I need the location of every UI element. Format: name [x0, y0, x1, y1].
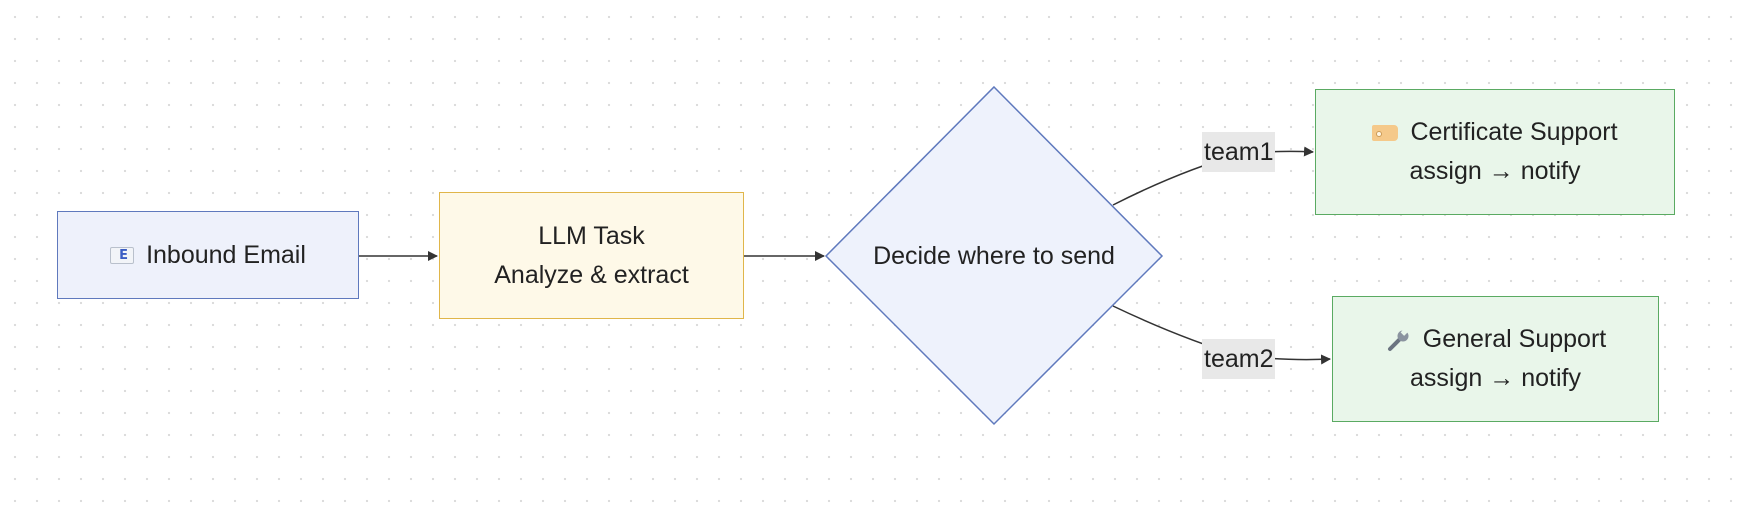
wrench-icon	[1385, 327, 1411, 353]
envelope-icon	[110, 246, 135, 264]
tag-icon	[1372, 124, 1399, 141]
inbound-email-label: Inbound Email	[146, 240, 306, 269]
general-support-title: General Support	[1422, 325, 1607, 353]
llm-task-node[interactable]: LLM Task Analyze & extract	[439, 192, 744, 319]
certificate-support-title: Certificate Support	[1410, 118, 1618, 146]
edge-label-team1: team1	[1202, 132, 1276, 172]
llm-task-subtitle: Analyze & extract	[494, 260, 689, 289]
decision-diamond[interactable]	[824, 85, 1164, 426]
general-support-node[interactable]: General Support assign → notify	[1332, 296, 1659, 422]
certificate-support-node[interactable]: Certificate Support assign → notify	[1315, 89, 1675, 215]
llm-task-title: LLM Task	[538, 221, 645, 250]
inbound-email-node[interactable]: Inbound Email	[57, 211, 359, 299]
general-support-subtitle: assign → notify	[1410, 364, 1581, 392]
certificate-support-subtitle: assign → notify	[1409, 157, 1581, 185]
edge-label-team2: team2	[1202, 339, 1276, 379]
decision-label: Decide where to send	[873, 241, 1115, 270]
